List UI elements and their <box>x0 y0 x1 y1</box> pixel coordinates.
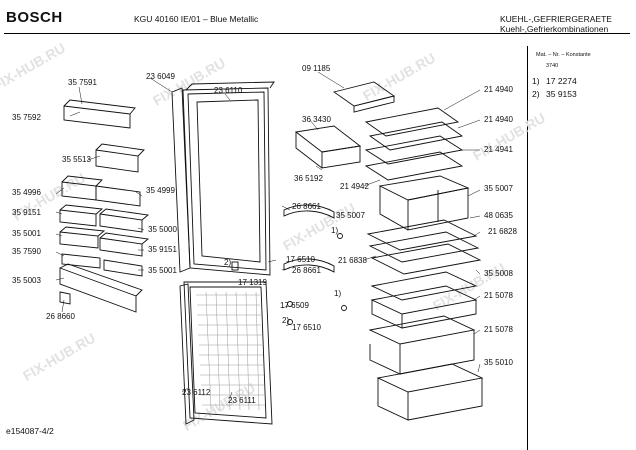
part-label: 23 6049 <box>146 72 175 81</box>
part-label: 35 4996 <box>12 188 41 197</box>
part-label: 26 8660 <box>46 312 75 321</box>
alt-1-marker: 1) <box>532 76 540 86</box>
part-label: 23 6111 <box>228 396 256 405</box>
part-label: 17 6509 <box>280 301 309 310</box>
part-label: 35 7590 <box>12 247 41 256</box>
clip-part <box>231 261 239 271</box>
part-label: 36 3430 <box>302 115 331 124</box>
door-bins <box>59 99 150 313</box>
screw-part <box>341 305 347 311</box>
part-label: 35 9151 <box>12 208 41 217</box>
side-panel-divider <box>527 46 528 450</box>
part-label: 48 0635 <box>484 211 513 220</box>
part-label: 21 4942 <box>340 182 369 191</box>
part-label: 09 1185 <box>302 64 331 73</box>
part-label: 35 5010 <box>484 358 513 367</box>
part-label: 21 5078 <box>484 325 513 334</box>
part-label: 35 5513 <box>62 155 91 164</box>
part-label: 35 5008 <box>484 269 513 278</box>
freezer-drawers <box>368 271 484 421</box>
upper-door-frame <box>182 81 275 276</box>
freezer-door-pattern <box>196 291 265 411</box>
part-label: 35 4999 <box>146 186 175 195</box>
side-panel-value: 3740 <box>546 63 559 69</box>
callout-marker: 2) <box>282 316 290 325</box>
part-label: 21 4940 <box>484 115 513 124</box>
part-label: 17 1319 <box>238 278 267 287</box>
part-label: 35 5007 <box>484 184 513 193</box>
part-label: 21 4940 <box>484 85 513 94</box>
category-line-1: KUEHL-,GEFRIERGERAETE <box>500 14 612 24</box>
drawer-compartments <box>378 175 470 231</box>
callout-marker: 2) <box>224 258 232 267</box>
part-label: 26 8661 <box>292 266 321 275</box>
part-label: 35 5001 <box>12 229 41 238</box>
part-label: 35 7592 <box>12 113 41 122</box>
side-panel-title: Mat. – Nr. – Konstante <box>536 52 591 58</box>
part-label: 35 5003 <box>12 276 41 285</box>
screw-part <box>287 319 293 325</box>
brand-logo: BOSCH <box>6 9 63 26</box>
crisper-shelf <box>366 219 482 275</box>
part-label: 21 5078 <box>484 291 513 300</box>
glass-shelves <box>364 107 464 181</box>
part-label: 35 7591 <box>68 78 97 87</box>
part-label: 36 5192 <box>294 174 323 183</box>
upper-gasket <box>171 87 191 273</box>
lower-door-frame <box>183 281 273 425</box>
part-label: 35 5000 <box>148 225 177 234</box>
lower-gasket <box>179 283 195 425</box>
freezer-tray <box>294 125 362 169</box>
part-label: 17 6510 <box>292 323 321 332</box>
screw-part <box>337 233 343 239</box>
part-label: 21 6828 <box>488 227 517 236</box>
category-line-2: Kuehl-,Gefrierkombinationen <box>500 24 609 34</box>
part-label: 17 6510 <box>286 255 315 264</box>
part-label: 21 6838 <box>338 256 367 265</box>
part-label: 35 5007 <box>336 211 365 220</box>
header-divider <box>4 33 630 34</box>
hinge-lower <box>283 258 335 273</box>
ice-tray <box>332 81 396 113</box>
alt-1-part: 17 2274 <box>546 76 577 86</box>
part-label: 35 5001 <box>148 266 177 275</box>
alt-2-marker: 2) <box>532 89 540 99</box>
drawing-code: e154087-4/2 <box>6 426 54 436</box>
callout-marker: 1) <box>334 289 342 298</box>
hinge-upper <box>283 204 335 219</box>
screw-part <box>287 301 293 307</box>
model-title: KGU 40160 IE/01 – Blue Metallic <box>134 14 259 24</box>
part-label: 23 6110 <box>214 86 243 95</box>
part-label: 23 6112 <box>182 388 211 397</box>
alt-2-part: 35 9153 <box>546 89 577 99</box>
leader-lines <box>55 71 481 399</box>
part-label: 26 8661 <box>292 202 321 211</box>
callout-marker: 1) <box>331 226 339 235</box>
part-label: 35 9151 <box>148 245 177 254</box>
part-label: 21 4941 <box>484 145 513 154</box>
